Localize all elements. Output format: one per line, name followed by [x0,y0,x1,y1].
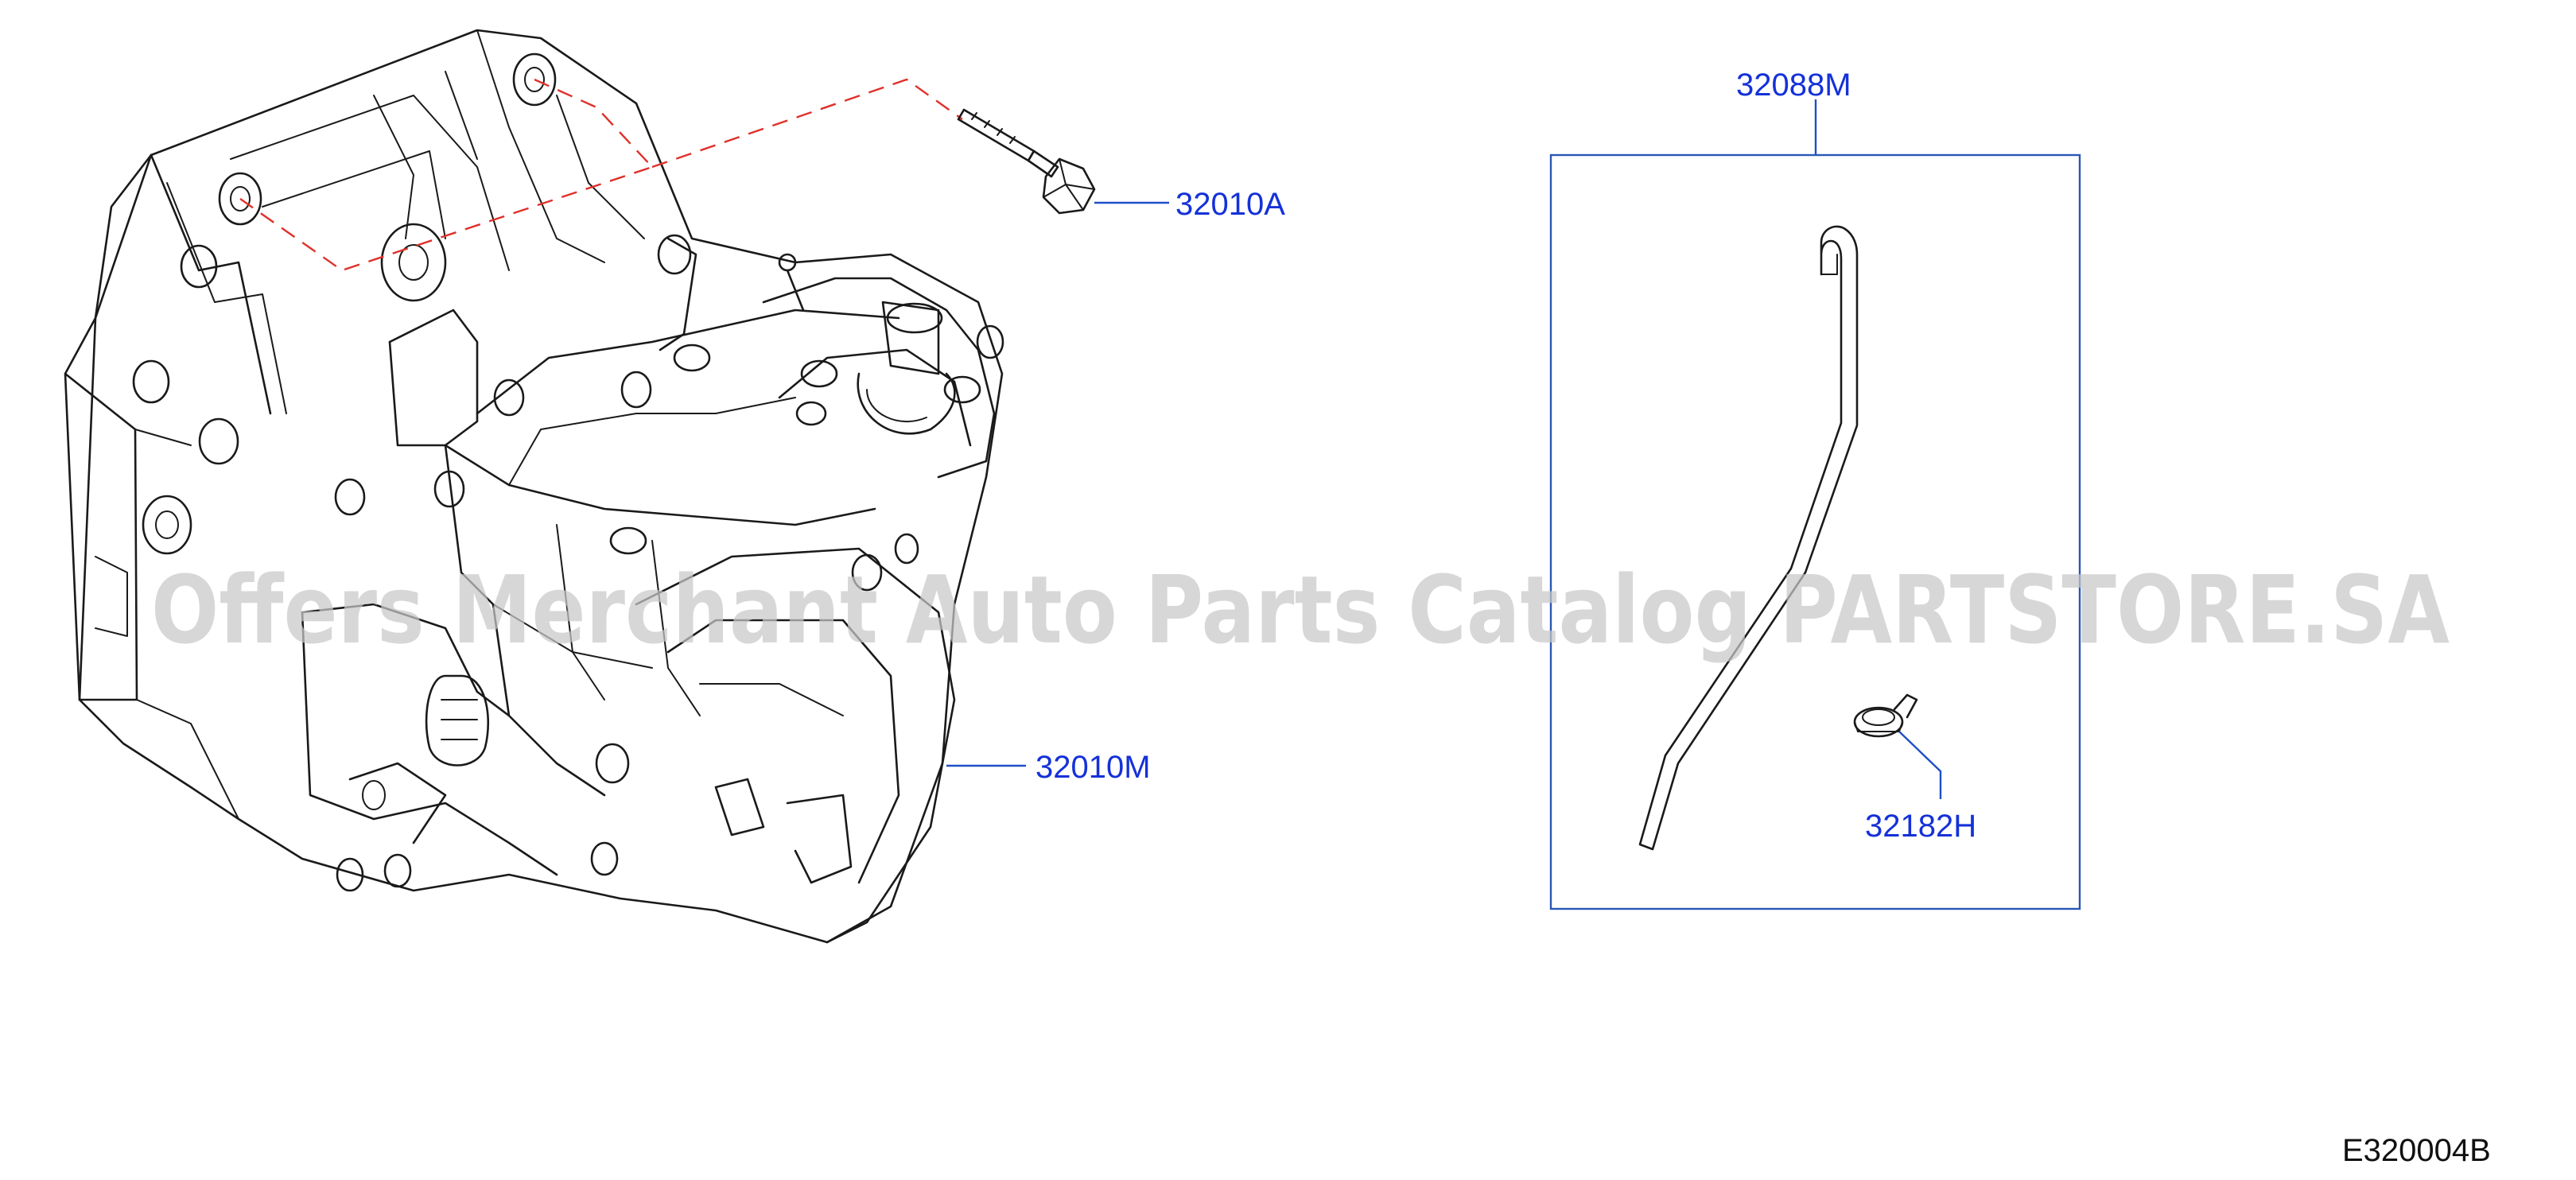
drawing-id: E320004B [2342,1133,2491,1168]
mount-boss-upper [512,52,557,107]
bolt-illustration[interactable] [957,108,1169,215]
breather-assembly-group[interactable] [1549,99,2081,910]
callout-32182H[interactable]: 32182H [1865,809,1976,844]
breather-hose[interactable] [1638,225,1859,851]
hose-clip[interactable] [1853,693,1918,738]
watermark-text: Offers Merchant Auto Parts Catalog PARTS… [151,555,2450,665]
transaxle-illustration[interactable] [64,29,1026,944]
bolt-path-hidden-lines [239,78,963,272]
callout-32010A[interactable]: 32010A [1175,187,1285,222]
callout-32010M[interactable]: 32010M [1035,750,1151,785]
mount-boss-left [218,172,262,226]
callout-32088M[interactable]: 32088M [1736,68,1851,103]
